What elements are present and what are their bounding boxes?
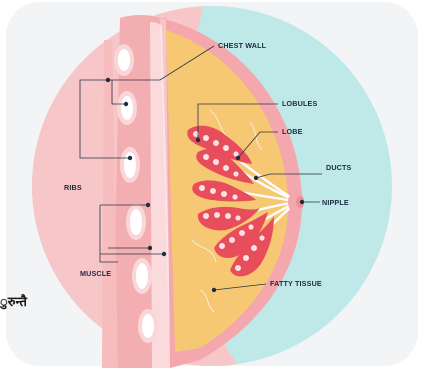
rib: [138, 309, 158, 343]
label-ribs: RIBS: [64, 183, 82, 192]
chest-wall: [102, 15, 172, 368]
rib: [132, 258, 152, 294]
label-fatty-tissue: FATTY TISSUE: [270, 279, 322, 288]
label-muscle: MUSCLE: [80, 269, 111, 278]
rib: [120, 147, 140, 183]
label-ducts: DUCTS: [326, 163, 352, 172]
label-lobe: LOBE: [282, 127, 303, 136]
label-lobules: LOBULES: [282, 99, 317, 108]
rib: [117, 91, 137, 125]
cropped-caption-text: ुरुन्तै: [0, 296, 27, 309]
rib: [114, 44, 134, 76]
label-chest-wall: CHEST WALL: [218, 41, 267, 50]
rib: [126, 204, 146, 240]
label-nipple: NIPPLE: [322, 198, 349, 207]
